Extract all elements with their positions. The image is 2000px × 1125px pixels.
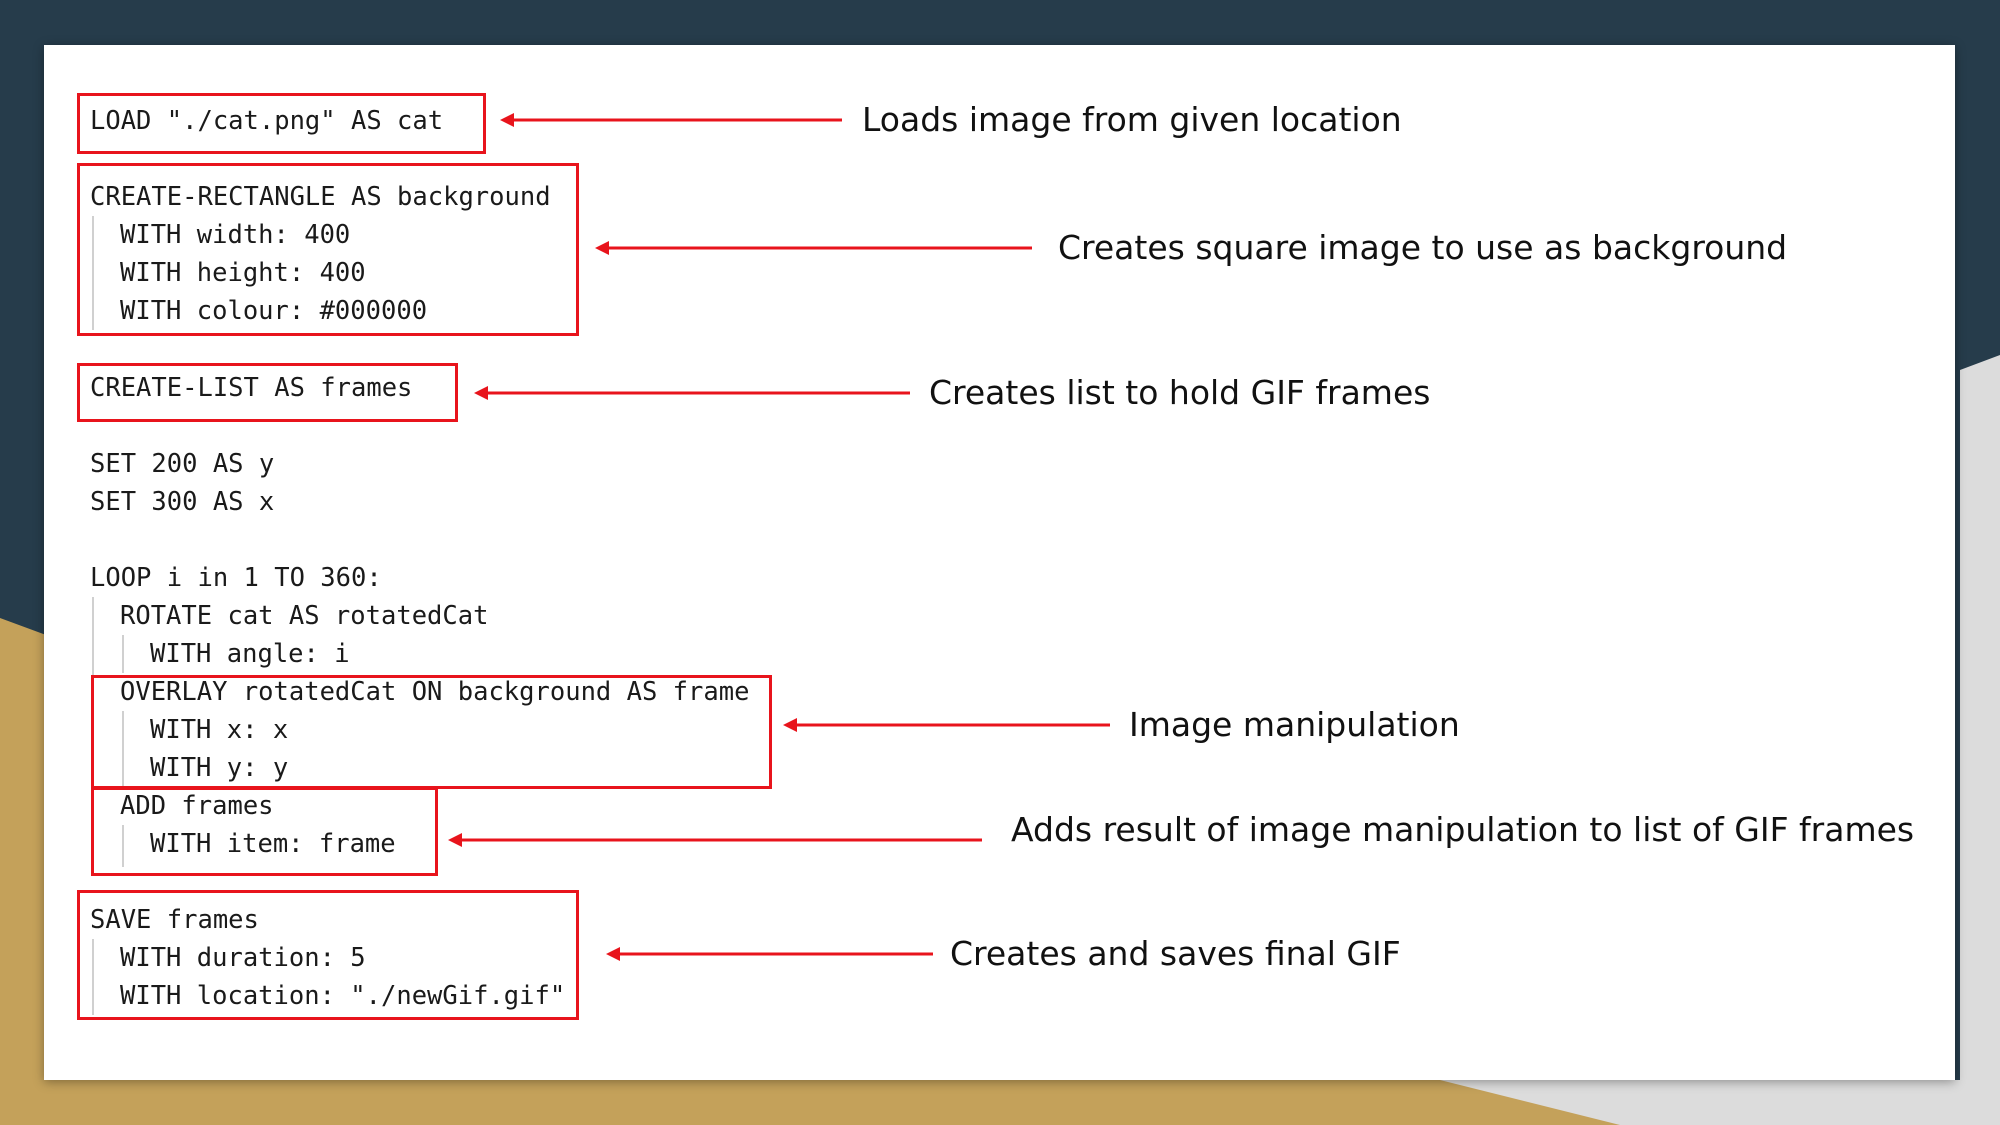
code-line: WITH height: 400 [120, 258, 366, 288]
indent-guide [122, 635, 124, 673]
code-line: WITH item: frame [150, 829, 396, 859]
annotation-add-frames: Adds result of image manipulation to lis… [1011, 810, 1915, 849]
code-line: SAVE frames [90, 905, 259, 935]
annotation-create-rectangle: Creates square image to use as backgroun… [1058, 228, 1788, 267]
indent-guide [122, 711, 124, 787]
code-line: LOAD "./cat.png" AS cat [90, 106, 444, 136]
annotation-create-list: Creates list to hold GIF frames [929, 373, 1431, 412]
slide-card [44, 45, 1955, 1080]
highlight-box-create-list [77, 363, 458, 422]
annotation-save: Creates and saves final GIF [950, 934, 1401, 973]
indent-guide [92, 216, 94, 330]
code-line: SET 200 AS y [90, 449, 275, 479]
annotation-load: Loads image from given location [862, 100, 1402, 139]
code-line: CREATE-LIST AS frames [90, 373, 413, 403]
highlight-box-overlay [91, 675, 772, 789]
indent-guide [92, 939, 94, 1015]
code-line: WITH width: 400 [120, 220, 351, 250]
code-line: WITH colour: #000000 [120, 296, 428, 326]
highlight-box-create-rectangle [77, 163, 579, 336]
code-line: OVERLAY rotatedCat ON background AS fram… [120, 677, 750, 707]
code-line: LOOP i in 1 TO 360: [90, 563, 382, 593]
code-line: WITH duration: 5 [120, 943, 366, 973]
code-line: SET 300 AS x [90, 487, 275, 517]
highlight-box-save [77, 890, 579, 1020]
code-line: ADD frames [120, 791, 274, 821]
indent-guide [122, 825, 124, 867]
code-line: WITH location: "./newGif.gif" [120, 981, 566, 1011]
code-line: WITH angle: i [150, 639, 350, 669]
code-line: CREATE-RECTANGLE AS background [90, 182, 551, 212]
code-line: WITH y: y [150, 753, 289, 783]
highlight-box-load [77, 93, 486, 154]
annotation-overlay: Image manipulation [1129, 705, 1460, 744]
highlight-box-add-frames [91, 787, 438, 876]
code-line: WITH x: x [150, 715, 289, 745]
code-line: ROTATE cat AS rotatedCat [120, 601, 489, 631]
